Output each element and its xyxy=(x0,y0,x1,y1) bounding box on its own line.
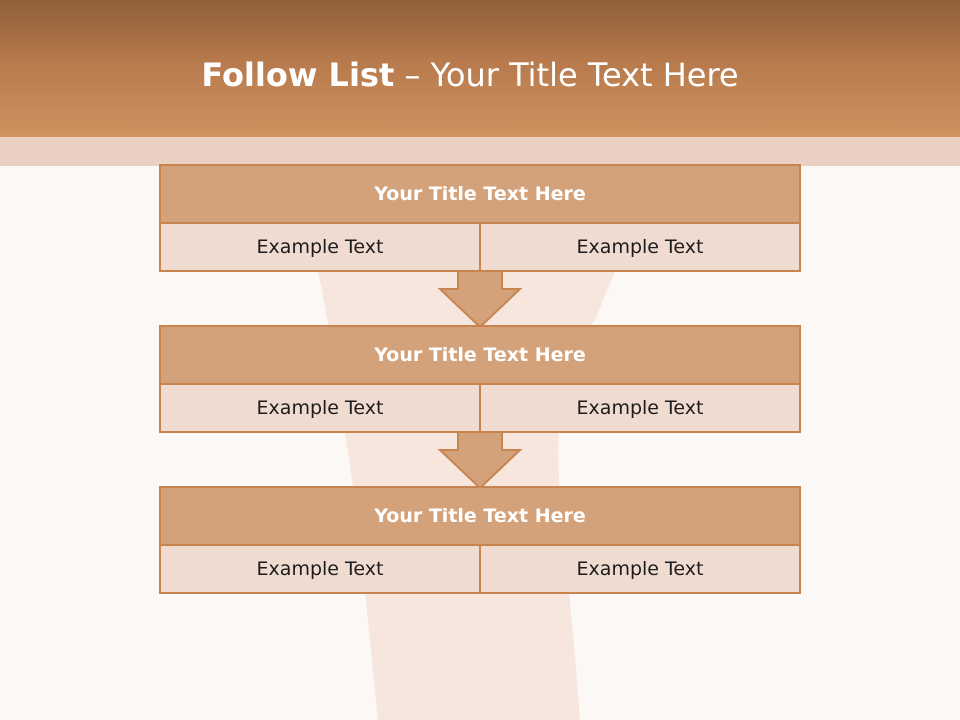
title-bold: Follow List xyxy=(201,56,395,94)
step-box-2: Your Title Text Here Example Text Exampl… xyxy=(159,325,801,433)
step-cell-left: Example Text xyxy=(161,385,481,431)
header-band xyxy=(0,137,960,166)
step-box-3: Your Title Text Here Example Text Exampl… xyxy=(159,486,801,594)
step-row: Example Text Example Text xyxy=(161,385,799,431)
down-arrow-icon xyxy=(438,432,522,490)
header-bar xyxy=(0,0,960,137)
slide-title: Follow List – Your Title Text Here xyxy=(0,50,940,100)
step-title: Your Title Text Here xyxy=(161,327,799,385)
step-cell-left: Example Text xyxy=(161,224,481,270)
title-rest: Your Title Text Here xyxy=(430,56,739,94)
step-row: Example Text Example Text xyxy=(161,224,799,270)
step-title: Your Title Text Here xyxy=(161,166,799,224)
step-title: Your Title Text Here xyxy=(161,488,799,546)
step-cell-left: Example Text xyxy=(161,546,481,592)
title-dash: – xyxy=(394,56,431,94)
step-box-1: Your Title Text Here Example Text Exampl… xyxy=(159,164,801,272)
step-cell-right: Example Text xyxy=(481,224,799,270)
step-cell-right: Example Text xyxy=(481,546,799,592)
down-arrow-icon xyxy=(438,271,522,329)
step-row: Example Text Example Text xyxy=(161,546,799,592)
step-cell-right: Example Text xyxy=(481,385,799,431)
